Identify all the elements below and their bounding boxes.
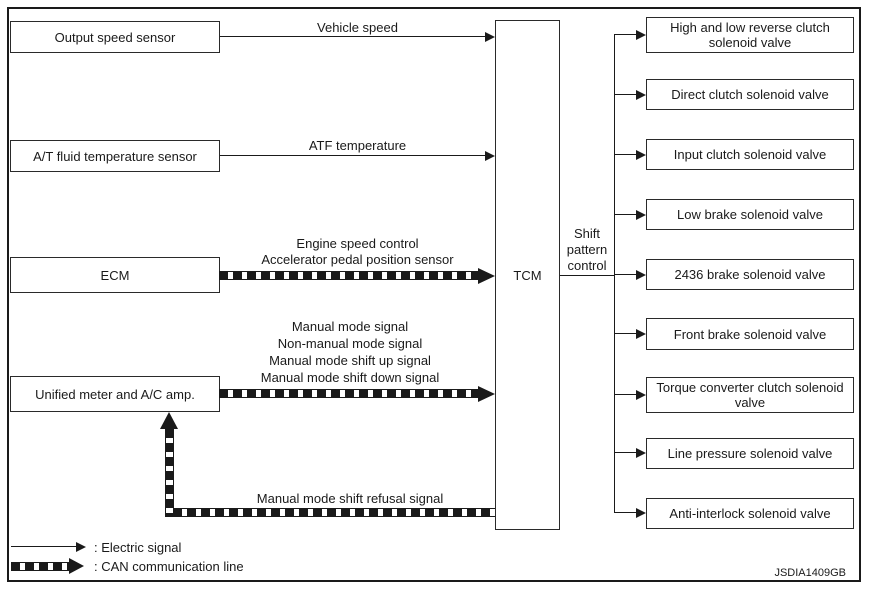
node-front-brake-solenoid-valve: Front brake solenoid valve xyxy=(646,318,854,350)
node-at-fluid-temperature-sensor: A/T fluid temperature sensor xyxy=(10,140,220,172)
branch-line-3 xyxy=(614,154,637,155)
can-arrowhead-ecm xyxy=(478,268,495,284)
branch-arrowhead-3 xyxy=(636,150,646,160)
arrowhead-atf-temperature xyxy=(485,151,495,161)
branch-arrowhead-2 xyxy=(636,90,646,100)
can-line-unified-meter xyxy=(219,389,479,398)
signal-label-refusal: Manual mode shift refusal signal xyxy=(256,491,444,506)
node-line-pressure-solenoid-valve: Line pressure solenoid valve xyxy=(646,438,854,469)
signal-label-manual-mode-shift-down: Manual mode shift down signal xyxy=(260,370,440,385)
node-output-speed-sensor: Output speed sensor xyxy=(10,21,220,53)
shift-pattern-control-label: Shift pattern control xyxy=(566,226,608,273)
node-unified-meter-ac-amp: Unified meter and A/C amp. xyxy=(10,376,220,412)
legend-electric-line-sample xyxy=(11,546,77,547)
can-line-refusal-vertical xyxy=(165,429,174,517)
legend-can-line-sample xyxy=(11,562,70,571)
branch-line-4 xyxy=(614,214,637,215)
can-arrowhead-refusal-up xyxy=(160,412,178,429)
branch-arrowhead-7 xyxy=(636,390,646,400)
signal-label-manual-mode-group: Manual mode signal Non-manual mode signa… xyxy=(215,318,485,386)
branch-line-2 xyxy=(614,94,637,95)
branch-line-5 xyxy=(614,274,637,275)
branch-line-1 xyxy=(614,34,637,35)
signal-label-non-manual-mode: Non-manual mode signal xyxy=(277,336,423,351)
branch-arrowhead-1 xyxy=(636,30,646,40)
branch-line-7 xyxy=(614,394,637,395)
electric-line-vehicle-speed xyxy=(220,36,486,37)
signal-label-accelerator-pedal-position-sensor: Accelerator pedal position sensor xyxy=(261,252,454,267)
can-arrowhead-unified-meter xyxy=(478,386,495,402)
node-direct-clutch-solenoid-valve: Direct clutch solenoid valve xyxy=(646,79,854,110)
line-tcm-to-bus xyxy=(560,275,614,276)
branch-arrowhead-8 xyxy=(636,448,646,458)
legend-electric-label: : Electric signal xyxy=(94,540,182,555)
electric-line-atf-temperature xyxy=(220,155,486,156)
signal-label-atf-temperature: ATF temperature xyxy=(308,138,407,153)
branch-line-8 xyxy=(614,452,637,453)
branch-arrowhead-4 xyxy=(636,210,646,220)
legend-electric-arrowhead xyxy=(76,542,86,552)
node-anti-interlock-solenoid-valve: Anti-interlock solenoid valve xyxy=(646,498,854,529)
signal-label-manual-mode-shift-up: Manual mode shift up signal xyxy=(269,353,431,368)
node-torque-converter-clutch-solenoid-valve: Torque converter clutch solenoid valve xyxy=(646,377,854,413)
legend-can-arrowhead xyxy=(69,558,84,574)
arrowhead-vehicle-speed xyxy=(485,32,495,42)
can-line-ecm xyxy=(219,271,479,280)
signal-label-vehicle-speed: Vehicle speed xyxy=(317,20,398,35)
node-tcm: TCM xyxy=(495,20,560,530)
legend-can-label: : CAN communication line xyxy=(94,559,244,574)
signal-label-engine-speed-control: Engine speed control xyxy=(296,236,419,251)
node-2436-brake-solenoid-valve: 2436 brake solenoid valve xyxy=(646,259,854,290)
node-high-low-reverse-clutch-solenoid-valve: High and low reverse clutch solenoid val… xyxy=(646,17,854,53)
branch-arrowhead-5 xyxy=(636,270,646,280)
branch-line-9 xyxy=(614,512,637,513)
node-ecm: ECM xyxy=(10,257,220,293)
signal-label-manual-mode: Manual mode signal xyxy=(291,319,409,334)
signal-label-ecm: Engine speed control Accelerator pedal p… xyxy=(225,236,490,268)
branch-arrowhead-6 xyxy=(636,329,646,339)
node-input-clutch-solenoid-valve: Input clutch solenoid valve xyxy=(646,139,854,170)
branch-line-6 xyxy=(614,333,637,334)
node-low-brake-solenoid-valve: Low brake solenoid valve xyxy=(646,199,854,230)
can-line-refusal-horizontal xyxy=(173,508,495,517)
figure-id: JSDIA1409GB xyxy=(774,567,846,579)
branch-arrowhead-9 xyxy=(636,508,646,518)
